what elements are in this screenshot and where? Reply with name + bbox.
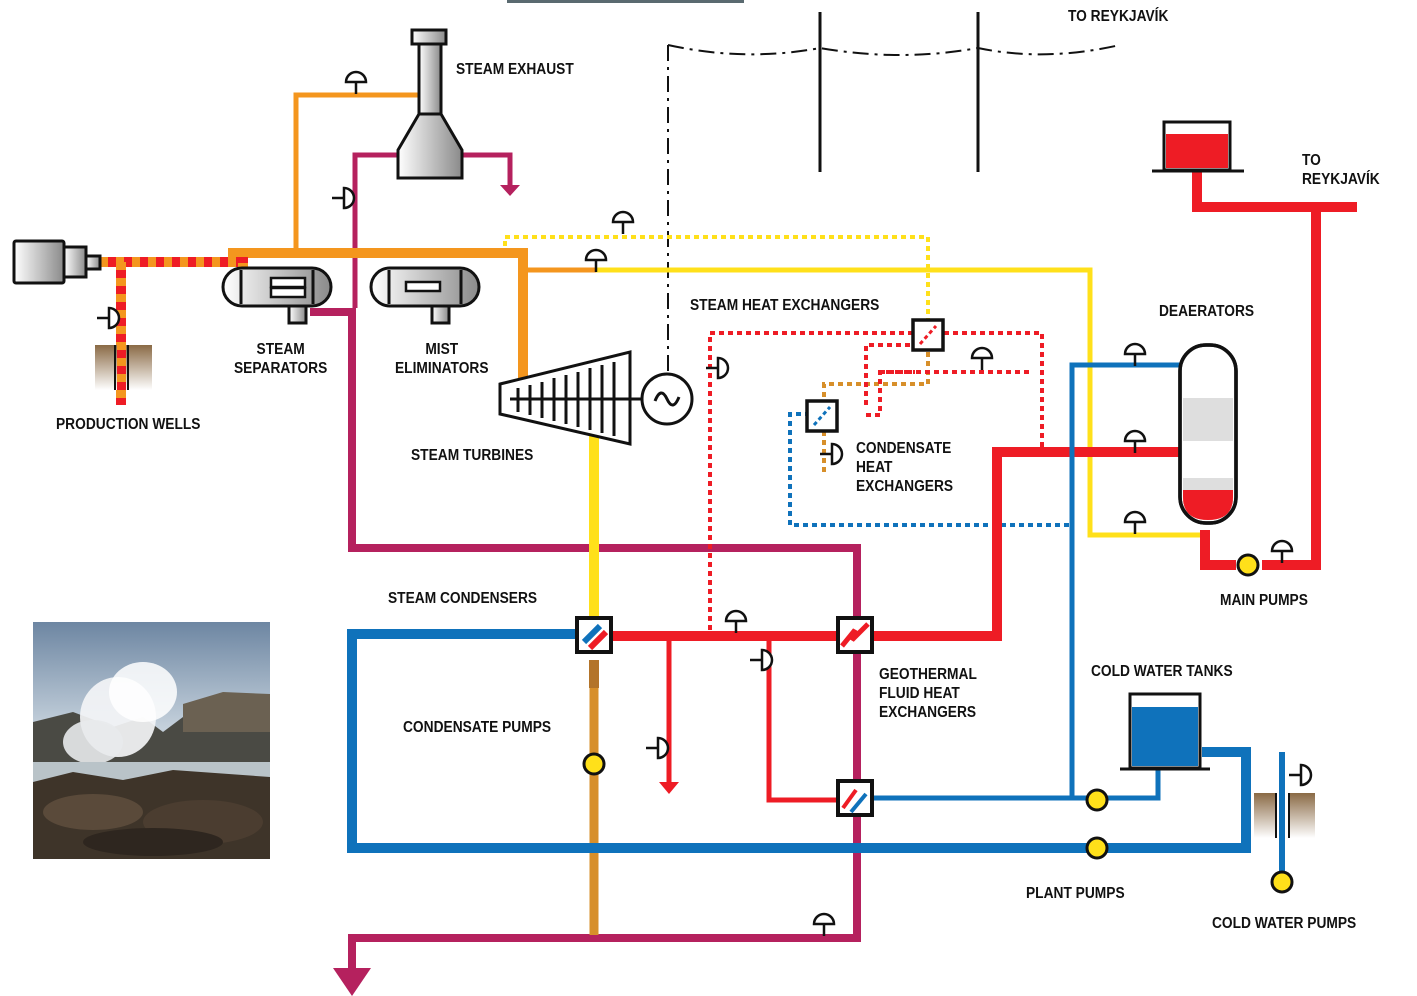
wellhead-pump [12,239,102,285]
cold-water-dotted-line [788,412,1072,527]
valve-icon [95,306,121,330]
mist-eliminator [369,266,481,325]
production-well-pipe [100,257,248,405]
valve-icon [748,648,774,672]
geothermal-fluid-heat-exchanger-upper [836,616,874,654]
condensate-pumps-label: CONDENSATE PUMPS [403,719,552,736]
cold-water-pumps-label: COLD WATER PUMPS [1212,915,1357,932]
valve-icon [611,210,635,236]
plant-pump-icon [1085,836,1109,860]
steam-heat-exchangers-label: STEAM HEAT EXCHANGERS [690,297,880,314]
condensate-pump-icon [582,752,606,776]
hot-water-lines [600,170,1357,803]
cold-water-tank-pump-icon [1085,788,1109,812]
main-pump-icon [1236,553,1260,577]
generator-icon [640,372,694,426]
steam-heat-exchanger [911,318,945,352]
discharge-arrow [333,968,371,996]
geothermal-fluid-heat-exchanger-lower [836,779,874,817]
deaerators-label: DEAERATORS [1159,303,1255,320]
to-reykjavik-top-label: TO REYKJAVÍK [1068,8,1169,25]
hot-water-storage-tank [1152,120,1244,173]
cold-water-tank [1120,692,1210,771]
steam-exhaust-stack [396,28,464,180]
deaerator [1178,343,1238,525]
production-wells-label: PRODUCTION WELLS [56,416,201,433]
power-lines [667,12,1121,395]
geyser-photo [33,622,270,859]
steam-exhaust-label: STEAM EXHAUST [456,61,574,78]
cold-water-pump-icon [1270,870,1294,894]
valve-icon [1287,763,1313,787]
valve-icon [644,736,670,760]
steam-condensers-label: STEAM CONDENSERS [388,590,538,607]
steam-heat-exchanger-loop [708,331,1044,630]
valve-icon [344,70,368,96]
exhaust-outlet-arrow [500,185,520,196]
hot-water-outlet-arrow [659,782,679,794]
to-reykjavik-right-label: TO REYKJAVÍK [1302,152,1380,188]
main-pumps-label: MAIN PUMPS [1220,592,1308,609]
steam-separator [221,266,333,325]
condensate-heat-exchangers-label: CONDENSATE HEAT EXCHANGERS [856,440,954,495]
production-well-ground [95,345,152,390]
steam-separators-label: STEAM SEPARATORS [234,341,328,377]
steam-turbine [498,350,645,446]
valve-icon [1123,510,1147,536]
cold-water-tanks-label: COLD WATER TANKS [1091,663,1233,680]
valve-icon [724,609,748,635]
valve-icon [970,346,994,372]
low-pressure-steam-lines [503,235,1200,620]
condensate-heat-exchanger [805,399,839,433]
mist-eliminators-label: MIST ELIMINATORS [395,341,489,377]
steam-turbines-label: STEAM TURBINES [411,447,534,464]
valve-icon [330,186,356,210]
steam-lines [228,92,600,378]
valve-icon [1270,539,1294,565]
valve-icon [812,912,836,938]
plant-pumps-label: PLANT PUMPS [1026,885,1125,902]
cold-water-well-ground [1254,793,1315,838]
geothermal-fluid-heat-exchangers-label: GEOTHERMAL FLUID HEAT EXCHANGERS [879,666,977,721]
steam-condenser [575,616,613,654]
